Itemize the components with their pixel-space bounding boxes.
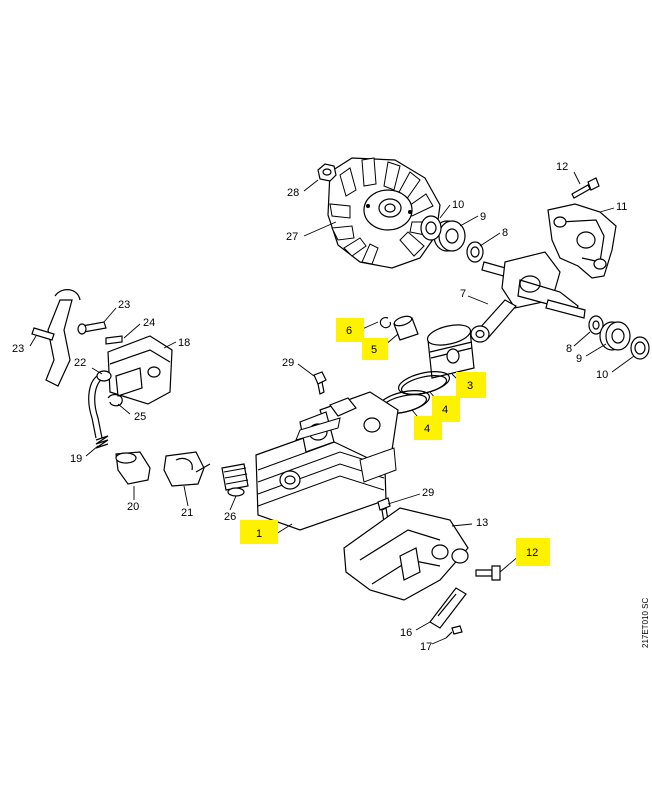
callout-10-right: 10 [596, 369, 608, 381]
callout-5: 5 [371, 344, 377, 356]
screw-part-top [571, 177, 600, 199]
callout-23-top: 23 [118, 299, 130, 311]
crankshaft-part [470, 251, 586, 343]
screw-part-17 [445, 625, 463, 639]
callout-26: 26 [224, 511, 236, 523]
screw-part-29-top [313, 371, 327, 395]
cylinder-part [255, 391, 399, 531]
screw-part-24 [105, 335, 123, 345]
spark-plug-boot-part [115, 451, 151, 485]
callout-19: 19 [70, 453, 82, 465]
highlight-box-1 [240, 520, 278, 544]
callout-4-b: 4 [424, 423, 430, 435]
callout-24: 24 [143, 317, 155, 329]
callout-9-top: 9 [480, 211, 486, 223]
callout-7: 7 [460, 288, 466, 300]
highlight-box-5 [362, 338, 388, 360]
oil-seal-part-right [588, 315, 604, 335]
piston-ring-part-1 [397, 371, 451, 395]
callout-numbers: 28 27 10 9 8 12 11 7 8 9 10 6 5 3 4 4 23… [12, 161, 627, 653]
callout-20: 20 [127, 501, 139, 513]
spark-plug-part [221, 463, 249, 497]
callout-16: 16 [400, 627, 412, 639]
callout-10-top: 10 [452, 199, 464, 211]
screw-part-23-top [77, 321, 107, 335]
callout-8-top: 8 [502, 227, 508, 239]
highlight-boxes [240, 318, 550, 566]
callout-21: 21 [181, 507, 193, 519]
spark-plug-wire-part [88, 370, 112, 439]
callout-1: 1 [256, 528, 262, 540]
highlight-box-3 [456, 372, 486, 398]
callout-13: 13 [476, 517, 488, 529]
ignition-module-part [107, 335, 173, 405]
callout-22: 22 [74, 357, 86, 369]
callout-25: 25 [134, 411, 146, 423]
ring-part-right [630, 336, 650, 360]
muffler-part [343, 507, 469, 601]
terminal-part [163, 451, 211, 487]
screw-part-muffler [475, 565, 501, 581]
callout-4-a: 4 [442, 404, 448, 416]
flywheel-part [327, 157, 441, 269]
crankcase-cover-part [547, 203, 617, 279]
highlight-box-4b [414, 416, 442, 440]
callout-12-bottom: 12 [526, 547, 538, 559]
callout-27: 27 [286, 231, 298, 243]
highlight-box-12 [516, 538, 550, 566]
diagram-code-label: 217ET010 SC [641, 598, 650, 648]
callout-11: 11 [616, 201, 627, 213]
callout-18: 18 [178, 337, 190, 349]
bearing-part-right [599, 321, 631, 351]
callout-17: 17 [420, 641, 432, 653]
gasket-part [429, 587, 467, 629]
callout-29-top: 29 [282, 357, 294, 369]
highlight-box-6 [336, 318, 364, 342]
screw-part-23-left [31, 327, 55, 341]
callout-9-right: 9 [576, 353, 582, 365]
piston-part [426, 324, 475, 379]
callout-6: 6 [346, 325, 352, 337]
callout-23-left: 23 [12, 343, 24, 355]
circlip-part [379, 317, 391, 329]
spring-part-19 [95, 435, 109, 449]
callout-8-right: 8 [566, 343, 572, 355]
flywheel-nut-part [317, 163, 337, 182]
bearing-part-top [420, 215, 466, 252]
oil-seal-part-top [466, 241, 484, 263]
callout-12-top: 12 [556, 161, 568, 173]
callout-29-bottom: 29 [422, 487, 434, 499]
piston-pin-part [393, 315, 419, 341]
callout-28: 28 [287, 187, 299, 199]
callout-3: 3 [467, 380, 473, 392]
clip-part-25 [107, 393, 123, 407]
